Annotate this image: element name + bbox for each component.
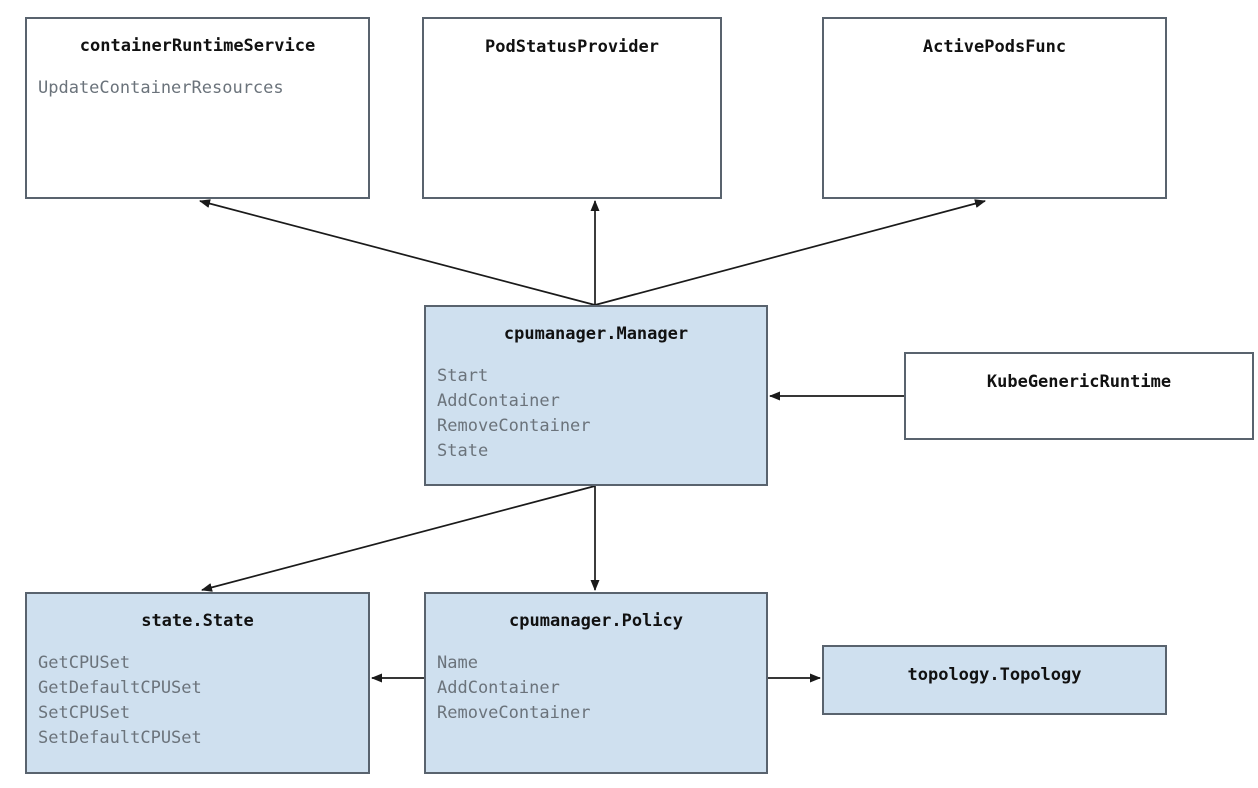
node-members: Name AddContainer RemoveContainer	[426, 651, 766, 726]
edge-manager-to-stateState	[201, 485, 596, 592]
edge-manager-to-activePodsFunc	[594, 199, 986, 306]
node-title: cpumanager.Policy	[509, 611, 683, 631]
node-title: KubeGenericRuntime	[986, 372, 1172, 392]
node-ActivePodsFunc[interactable]: ActivePodsFunc	[822, 17, 1167, 199]
node-PodStatusProvider[interactable]: PodStatusProvider	[422, 17, 722, 199]
node-title: containerRuntimeService	[79, 36, 316, 56]
member-item: SetCPUSet	[38, 703, 131, 723]
node-title: PodStatusProvider	[485, 37, 659, 57]
node-title: cpumanager.Manager	[503, 324, 689, 344]
node-cpumanager-Policy[interactable]: cpumanager.Policy Name AddContainer Remo…	[424, 592, 768, 774]
member-item: RemoveContainer	[437, 416, 591, 436]
member-item: Name	[437, 653, 478, 673]
member-item: AddContainer	[437, 678, 560, 698]
node-KubeGenericRuntime[interactable]: KubeGenericRuntime	[904, 352, 1254, 440]
member-item: State	[437, 441, 489, 461]
member-item: RemoveContainer	[437, 703, 591, 723]
node-topology-Topology[interactable]: topology.Topology	[822, 645, 1167, 715]
node-state-State[interactable]: state.State GetCPUSet GetDefaultCPUSet S…	[25, 592, 370, 774]
member-item: UpdateContainerResources	[38, 78, 284, 98]
node-cpumanager-Manager[interactable]: cpumanager.Manager Start AddContainer Re…	[424, 305, 768, 486]
node-title: state.State	[141, 611, 254, 631]
node-title: topology.Topology	[907, 665, 1082, 685]
node-title: ActivePodsFunc	[922, 37, 1067, 57]
node-members: UpdateContainerResources	[27, 76, 368, 101]
member-item: AddContainer	[437, 391, 560, 411]
member-item: SetDefaultCPUSet	[38, 728, 202, 748]
member-item: Start	[437, 366, 489, 386]
node-members: Start AddContainer RemoveContainer State	[426, 364, 766, 464]
node-containerRuntimeService[interactable]: containerRuntimeService UpdateContainerR…	[25, 17, 370, 199]
member-item: GetDefaultCPUSet	[38, 678, 202, 698]
edge-manager-to-containerRuntimeService	[199, 199, 596, 306]
member-item: GetCPUSet	[38, 653, 131, 673]
node-members: GetCPUSet GetDefaultCPUSet SetCPUSet Set…	[27, 651, 368, 751]
